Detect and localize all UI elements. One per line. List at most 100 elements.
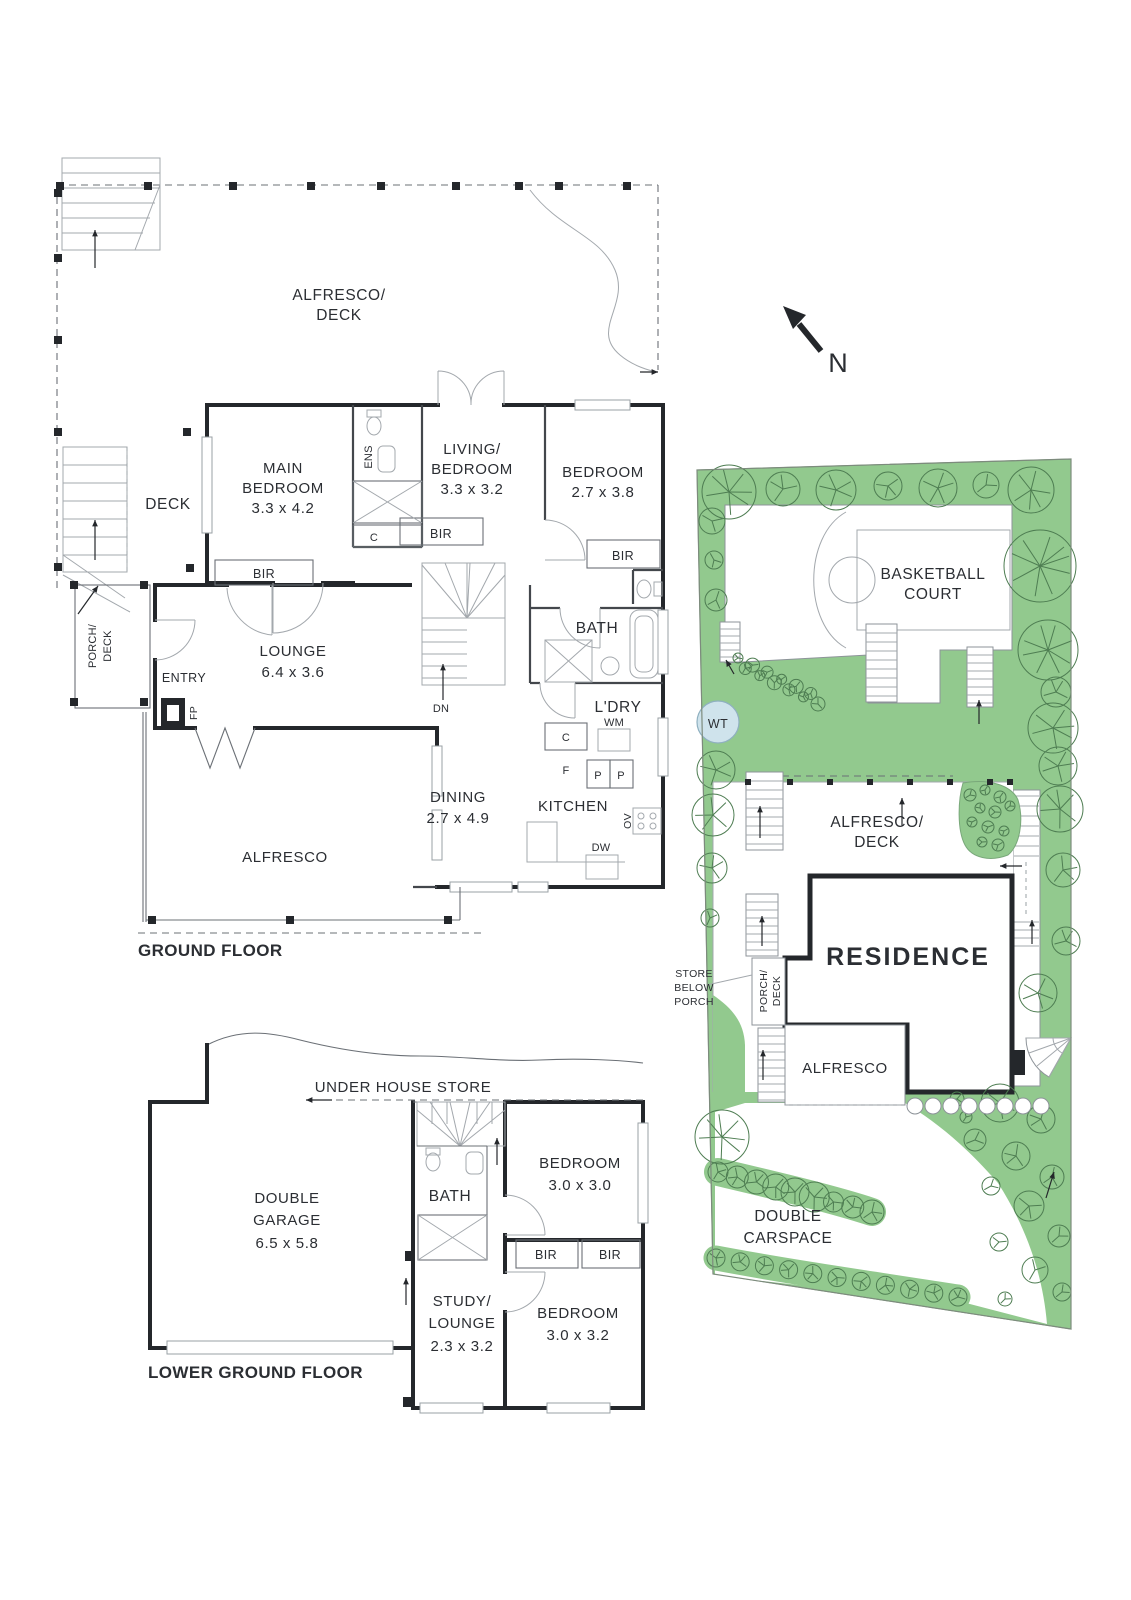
svg-text:2.3 x 3.2: 2.3 x 3.2 [431,1338,494,1355]
gf-alfresco-boundary [138,712,482,934]
gf-lounge-label: LOUNGE [260,643,327,660]
gf-bath-fixtures [544,579,663,683]
lgf-windows [419,1122,649,1414]
svg-text:DECK: DECK [854,834,900,851]
basketball-court-area [724,504,1013,704]
lgf-wavy-line [206,1032,644,1064]
svg-text:3.3 x 4.2: 3.3 x 4.2 [252,500,315,517]
gf-stairs-dn [421,562,506,686]
svg-text:BEDROOM: BEDROOM [242,480,324,497]
p1-label: P [594,770,602,782]
lgf-robes [515,1239,641,1269]
shrub-icons [706,652,1016,1307]
gf-deck-outline [56,184,659,590]
wm-label: WM [604,717,624,729]
lgf-garage-label: DOUBLE [254,1190,319,1207]
lgf-bath-label: BATH [429,1188,472,1205]
court-key-circle [828,556,876,604]
site-alfresco-label: ALFRESCO [802,1060,888,1077]
fireplace-icon [161,698,185,727]
site-deck-posts [745,779,1013,785]
gf-bir-main: BIR [253,567,275,581]
svg-text:6.5 x 5.8: 6.5 x 5.8 [256,1235,319,1252]
ov-label: OV [622,813,634,829]
svg-text:LOUNGE: LOUNGE [429,1315,496,1332]
water-tank-icon [696,700,740,744]
svg-text:GARAGE: GARAGE [253,1212,321,1229]
lgf-stairs [416,1101,506,1147]
path-steps [1014,795,1039,947]
fp-label: FP [188,706,200,720]
direction-arrows [77,230,1055,1305]
gf-deck-posts [54,182,631,924]
stepping-stones [906,1097,1050,1115]
svg-text:PORCH: PORCH [674,996,713,1008]
gf-doors [154,519,601,719]
gf-deck-label: DECK [145,496,191,513]
residence-step [1012,1050,1025,1075]
tree-icons [691,464,1084,1307]
lower-ground-floor-plan [148,1032,649,1414]
svg-text:CARSPACE: CARSPACE [744,1230,833,1247]
grass-bulge [713,995,745,1092]
lgf-bath [417,1145,488,1261]
svg-text:3.0 x 3.2: 3.0 x 3.2 [547,1327,610,1344]
gf-bath-label: BATH [576,620,619,637]
lgf-bedroom2-label: BEDROOM [537,1305,619,1322]
gf-kitchen-fittings [526,722,662,880]
lgf-title: LOWER GROUND FLOOR [148,1363,363,1382]
gf-bedroom-label: BEDROOM [562,464,644,481]
gf-garden-curve [529,189,659,373]
ens-label: ENS [363,445,375,468]
site-alfresco-deck-label: ALFRESCO/ [830,814,923,831]
gf-french-doors [437,370,505,406]
lgf-study-label: STUDY/ [433,1293,492,1310]
lgf-store-label: UNDER HOUSE STORE [315,1079,492,1096]
svg-text:COURT: COURT [904,586,962,603]
site-alfresco [784,1024,906,1106]
gf-living-bedroom-label: LIVING/ [443,441,501,458]
p2-label: P [617,770,625,782]
svg-text:6.4 x 3.6: 6.4 x 3.6 [262,664,325,681]
gf-kitchen-label: KITCHEN [538,798,608,815]
store-below-porch-label: STORE [675,968,712,980]
gf-zigzag-window [194,726,256,770]
lgf-bir1: BIR [535,1248,557,1262]
gf-robes [214,480,661,586]
gf-c-label: C [562,732,570,744]
gf-porch-label: PORCH/ [87,623,99,668]
labels: ALFRESCO/ DECK DECK MAIN BEDROOM 3.3 x 4… [87,287,990,1382]
ground-floor-plan [54,157,669,934]
gf-alfresco-deck-label: ALFRESCO/ [292,287,385,304]
site-porch [751,957,786,1026]
property-boundary [696,458,1072,1330]
basketball-court-outline [856,529,1011,631]
lgf-posts [403,1251,415,1407]
lgf-bedroom1-label: BEDROOM [539,1155,621,1172]
ensuite-fixtures [366,409,396,473]
gf-alfresco-label: ALFRESCO [242,849,328,866]
gf-entry-label: ENTRY [162,671,206,685]
garden-bed [958,781,1022,859]
court-three-point-line [813,511,847,649]
store-leader-line [706,974,753,986]
gf-windows [201,399,669,893]
svg-text:DECK: DECK [771,976,783,1006]
fan-stairs [1025,1037,1072,1078]
residence-footprint [782,873,1015,1095]
residence-label: RESIDENCE [826,943,990,971]
gf-bir-bedroom: BIR [612,549,634,563]
svg-text:3.0 x 3.0: 3.0 x 3.0 [549,1177,612,1194]
svg-text:2.7 x 3.8: 2.7 x 3.8 [572,484,635,501]
north-label: N [828,348,848,378]
gf-main-bedroom-label: MAIN [263,460,303,477]
garage-door [166,1340,394,1355]
carspace-label: DOUBLE [754,1208,821,1225]
north-arrow [783,306,824,353]
site-porch-label: PORCH/ [758,970,770,1013]
gf-title: GROUND FLOOR [138,941,283,960]
site-stairs [719,621,994,1103]
lgf-bir2: BIR [599,1248,621,1262]
